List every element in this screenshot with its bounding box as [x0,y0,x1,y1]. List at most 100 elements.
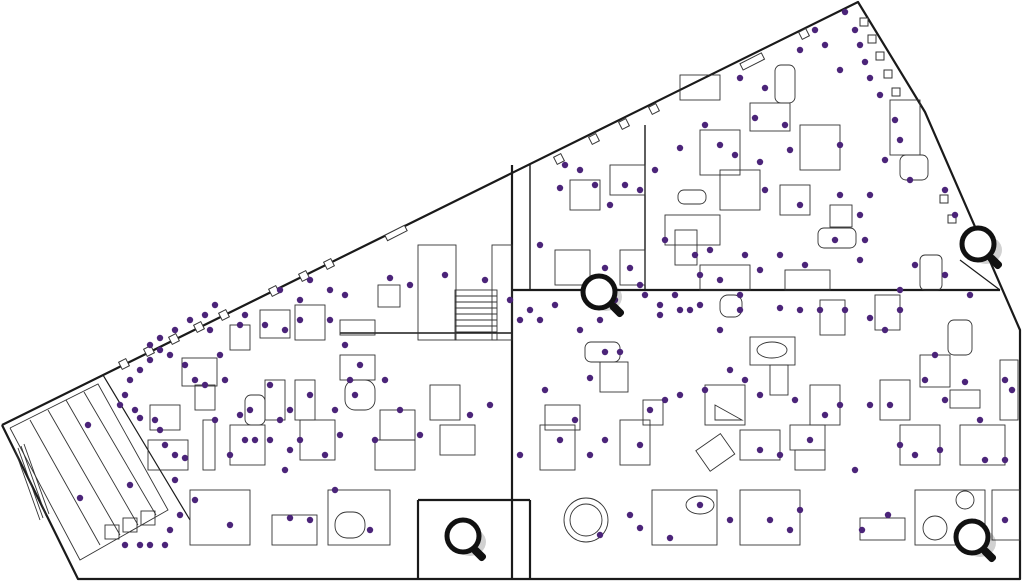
location-dot-icon[interactable] [796,46,804,54]
location-dot-icon[interactable] [276,416,284,424]
location-dot-icon[interactable] [396,406,404,414]
location-dot-icon[interactable] [381,376,389,384]
location-dot-icon[interactable] [896,306,904,314]
location-dot-icon[interactable] [861,236,869,244]
location-dot-icon[interactable] [796,201,804,209]
location-dot-icon[interactable] [166,351,174,359]
location-dot-icon[interactable] [651,166,659,174]
location-dot-icon[interactable] [506,296,514,304]
location-dot-icon[interactable] [696,271,704,279]
location-dot-icon[interactable] [181,361,189,369]
location-dot-icon[interactable] [321,451,329,459]
location-dot-icon[interactable] [251,436,259,444]
location-dot-icon[interactable] [416,431,424,439]
location-dot-icon[interactable] [781,121,789,129]
location-dot-icon[interactable] [801,261,809,269]
location-dot-icon[interactable] [151,416,159,424]
location-dot-icon[interactable] [536,241,544,249]
location-dot-icon[interactable] [741,376,749,384]
location-dot-icon[interactable] [686,306,694,314]
location-dot-icon[interactable] [776,304,784,312]
location-dot-icon[interactable] [121,391,129,399]
location-dot-icon[interactable] [586,374,594,382]
location-dot-icon[interactable] [386,274,394,282]
location-dot-icon[interactable] [131,406,139,414]
location-dot-icon[interactable] [696,301,704,309]
location-dot-icon[interactable] [671,291,679,299]
location-dot-icon[interactable] [821,41,829,49]
location-dot-icon[interactable] [881,156,889,164]
zoom-spot-right-upper[interactable] [959,225,1003,270]
location-dot-icon[interactable] [656,301,664,309]
location-dot-icon[interactable] [726,366,734,374]
location-dot-icon[interactable] [626,264,634,272]
location-dot-icon[interactable] [276,286,284,294]
location-dot-icon[interactable] [556,184,564,192]
location-dot-icon[interactable] [236,411,244,419]
location-dot-icon[interactable] [756,158,764,166]
location-dot-icon[interactable] [1001,456,1009,464]
location-dot-icon[interactable] [761,186,769,194]
location-dot-icon[interactable] [166,526,174,534]
location-dot-icon[interactable] [551,301,559,309]
location-dot-icon[interactable] [626,511,634,519]
location-dot-icon[interactable] [541,386,549,394]
location-dot-icon[interactable] [601,348,609,356]
location-dot-icon[interactable] [146,356,154,364]
location-dot-icon[interactable] [331,406,339,414]
location-dot-icon[interactable] [896,286,904,294]
location-dot-icon[interactable] [731,151,739,159]
location-dot-icon[interactable] [931,351,939,359]
location-dot-icon[interactable] [881,326,889,334]
location-dot-icon[interactable] [601,436,609,444]
location-dot-icon[interactable] [526,306,534,314]
location-dot-icon[interactable] [341,341,349,349]
location-dot-icon[interactable] [641,291,649,299]
location-dot-icon[interactable] [356,361,364,369]
location-dot-icon[interactable] [241,436,249,444]
location-dot-icon[interactable] [961,378,969,386]
zoom-spot-center[interactable] [580,273,625,318]
location-dot-icon[interactable] [221,376,229,384]
location-dot-icon[interactable] [811,26,819,34]
location-dot-icon[interactable] [856,256,864,264]
location-dot-icon[interactable] [211,416,219,424]
location-dot-icon[interactable] [896,136,904,144]
location-dot-icon[interactable] [761,84,769,92]
location-dot-icon[interactable] [591,181,599,189]
location-dot-icon[interactable] [156,346,164,354]
location-dot-icon[interactable] [186,316,194,324]
location-dot-icon[interactable] [201,381,209,389]
location-dot-icon[interactable] [326,316,334,324]
location-dot-icon[interactable] [286,514,294,522]
location-dot-icon[interactable] [736,74,744,82]
location-dot-icon[interactable] [236,321,244,329]
zoom-spot-bottom-right[interactable] [953,518,997,563]
location-dot-icon[interactable] [191,376,199,384]
location-dot-icon[interactable] [616,348,624,356]
location-dot-icon[interactable] [821,411,829,419]
location-dot-icon[interactable] [856,211,864,219]
location-dot-icon[interactable] [171,326,179,334]
location-dot-icon[interactable] [171,476,179,484]
location-dot-icon[interactable] [796,306,804,314]
location-dot-icon[interactable] [156,426,164,434]
location-dot-icon[interactable] [661,236,669,244]
location-dot-icon[interactable] [646,406,654,414]
location-dot-icon[interactable] [716,141,724,149]
location-dot-icon[interactable] [406,281,414,289]
location-dot-icon[interactable] [296,436,304,444]
location-dot-icon[interactable] [156,334,164,342]
location-dot-icon[interactable] [851,26,859,34]
location-dot-icon[interactable] [84,421,92,429]
location-dot-icon[interactable] [556,436,564,444]
location-dot-icon[interactable] [736,306,744,314]
location-dot-icon[interactable] [126,376,134,384]
location-dot-icon[interactable] [516,451,524,459]
location-dot-icon[interactable] [676,306,684,314]
location-dot-icon[interactable] [201,311,209,319]
location-dot-icon[interactable] [561,161,569,169]
location-dot-icon[interactable] [636,281,644,289]
location-dot-icon[interactable] [836,401,844,409]
location-dot-icon[interactable] [921,376,929,384]
